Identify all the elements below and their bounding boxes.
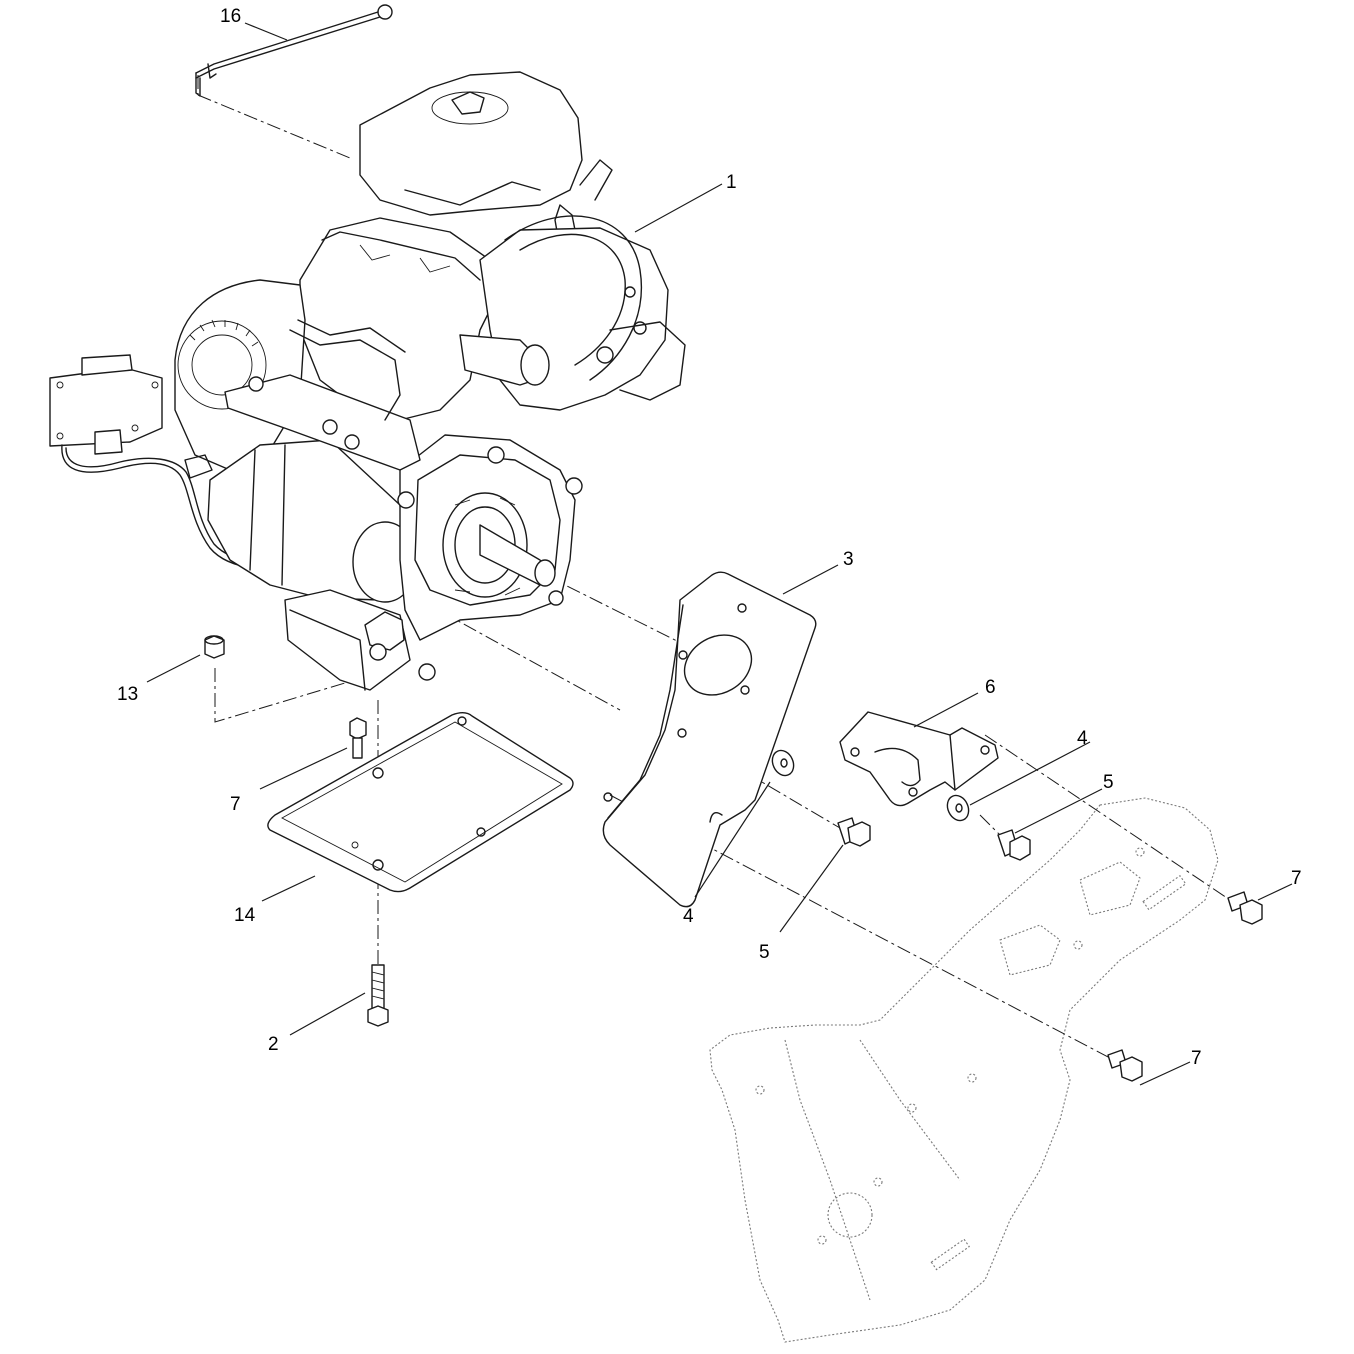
callout-7-lower: 7: [1191, 1048, 1202, 1069]
callout-7-right: 7: [1291, 868, 1302, 889]
part-4-washer-lower: [771, 749, 795, 777]
callout-14: 14: [234, 905, 256, 926]
callout-labels: 16 1 3 13 6 4 5 7 7 4 5 14 2 7: [117, 6, 1302, 1069]
callout-5-lower: 5: [759, 942, 770, 963]
callout-3: 3: [843, 549, 854, 570]
part-7-bolt-upper: [349, 717, 367, 759]
leader-lines: [146, 22, 1293, 1086]
callout-7-upper: 7: [230, 794, 241, 815]
part-14-base-plate: [267, 712, 574, 893]
callout-5-upper: 5: [1103, 772, 1114, 793]
callout-13: 13: [117, 684, 138, 705]
ghost-housing: [709, 797, 1219, 1343]
part-16-rod: [195, 4, 393, 97]
part-4-washer-upper: [946, 794, 970, 822]
callout-4-upper: 4: [1077, 728, 1088, 749]
callout-6: 6: [985, 677, 996, 698]
callout-16: 16: [220, 6, 241, 27]
part-3-mounting-plate: [602, 571, 817, 908]
callout-1: 1: [726, 172, 737, 193]
part-5-bolt-upper: [997, 829, 1031, 861]
part-2-bolt: [367, 964, 389, 1027]
callout-2: 2: [268, 1034, 279, 1055]
part-7-bolt-lower: [1107, 1049, 1143, 1082]
part-1-engine: [49, 71, 686, 691]
part-13-nut: [204, 635, 225, 659]
part-5-bolt-lower: [837, 817, 871, 847]
callout-4-lower: 4: [683, 906, 694, 927]
part-7-bolt-right: [1227, 891, 1263, 925]
part-6-bracket: [839, 711, 999, 807]
